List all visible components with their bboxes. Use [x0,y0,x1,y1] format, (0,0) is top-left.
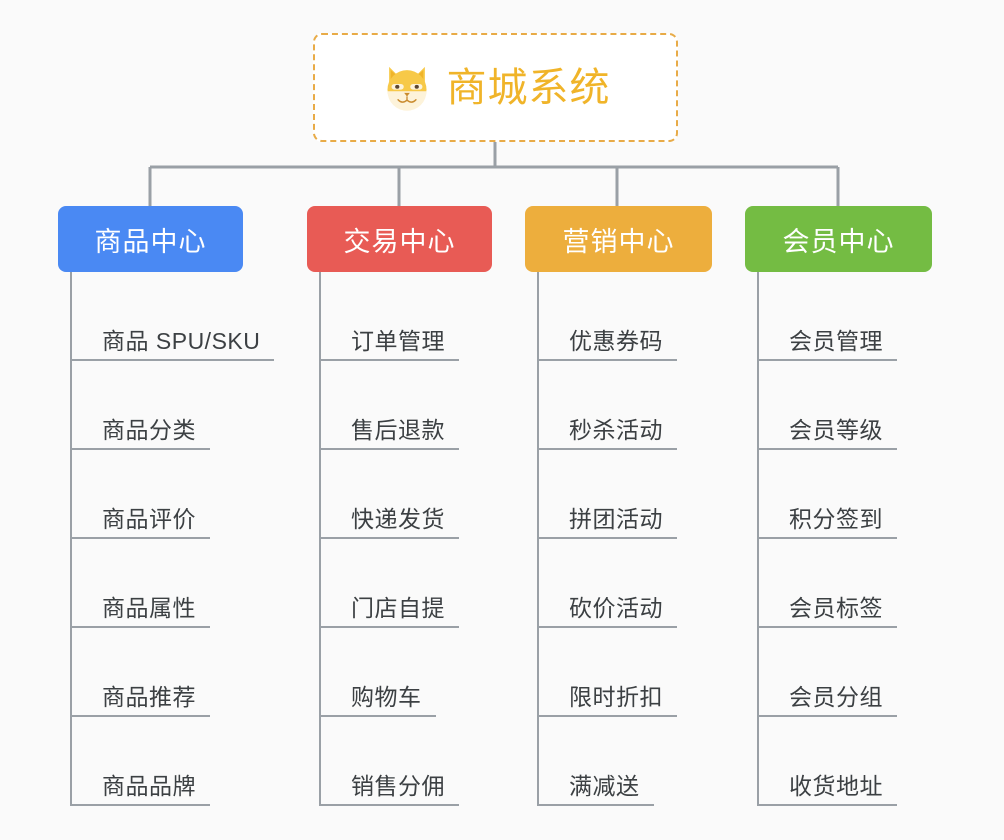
leaf-underline [319,715,436,717]
leaf-underline [319,804,459,806]
leaf-item[interactable]: 秒杀活动 [537,361,677,450]
shiba-dog-face-icon [387,66,426,111]
leaf-underline [757,359,897,361]
leaf-underline [70,626,210,628]
leaf-label: 砍价活动 [569,594,663,621]
leaf-underline [70,359,275,361]
leaf-label: 商品推荐 [102,683,196,710]
category-label: 交易中心 [343,226,456,257]
leaf-label: 收货地址 [789,772,883,799]
leaf-item[interactable]: 会员分组 [757,628,897,717]
leaf-underline [70,715,210,717]
leaf-item[interactable]: 商品品牌 [70,717,210,806]
branch-column-member-center: 会员管理 会员等级 积分签到 会员标签 会员分组 收货地址 [757,272,1004,812]
leaf-label: 优惠券码 [569,327,663,354]
branch-column-marketing-center: 优惠券码 秒杀活动 拼团活动 砍价活动 限时折扣 满减送 [537,272,797,812]
root-node-shop-system[interactable]: 商城系统 [313,33,678,142]
leaf-label: 商品品牌 [102,772,196,799]
leaf-underline [319,537,459,539]
leaf-underline [757,537,897,539]
leaf-item[interactable]: 商品推荐 [70,628,210,717]
leaf-label: 商品 SPU/SKU [102,327,261,354]
leaf-item[interactable]: 会员标签 [757,539,897,628]
leaf-item[interactable]: 商品 SPU/SKU [70,272,275,361]
leaf-underline [757,626,897,628]
leaf-item[interactable]: 订单管理 [319,272,459,361]
leaf-label: 会员等级 [789,416,883,443]
leaf-item[interactable]: 收货地址 [757,717,897,806]
leaf-label: 订单管理 [351,327,445,354]
leaf-item[interactable]: 销售分佣 [319,717,459,806]
leaf-label: 销售分佣 [351,772,445,799]
leaf-item[interactable]: 商品分类 [70,361,210,450]
category-box-product-center[interactable]: 商品中心 [58,206,243,272]
leaf-underline [537,626,677,628]
leaf-label: 会员管理 [789,327,883,354]
leaf-item[interactable]: 积分签到 [757,450,897,539]
leaf-underline [70,448,210,450]
leaf-item[interactable]: 优惠券码 [537,272,677,361]
leaf-label: 快递发货 [351,505,445,532]
branch-column-product-center: 商品 SPU/SKU 商品分类 商品评价 商品属性 商品推荐 商品品牌 [70,272,330,812]
leaf-label: 购物车 [351,683,422,710]
leaf-underline [537,804,654,806]
leaf-item[interactable]: 商品评价 [70,450,210,539]
leaf-item[interactable]: 售后退款 [319,361,459,450]
leaf-label: 售后退款 [351,416,445,443]
category-box-member-center[interactable]: 会员中心 [745,206,932,272]
leaf-underline [319,448,459,450]
leaf-item[interactable]: 会员管理 [757,272,897,361]
leaf-item[interactable]: 商品属性 [70,539,210,628]
leaf-item[interactable]: 限时折扣 [537,628,677,717]
leaf-item[interactable]: 会员等级 [757,361,897,450]
leaf-label: 门店自提 [351,594,445,621]
leaf-label: 满减送 [569,772,640,799]
category-box-marketing-center[interactable]: 营销中心 [525,206,712,272]
leaf-underline [537,715,677,717]
leaf-item[interactable]: 拼团活动 [537,450,677,539]
category-label: 商品中心 [94,226,207,257]
leaf-label: 拼团活动 [569,505,663,532]
leaf-label: 积分签到 [789,505,883,532]
branch-spine [757,272,759,806]
leaf-label: 商品分类 [102,416,196,443]
branch-spine [70,272,72,806]
leaf-underline [537,448,677,450]
leaf-underline [319,359,459,361]
category-label: 会员中心 [782,226,895,257]
leaf-underline [70,537,210,539]
leaf-label: 秒杀活动 [569,416,663,443]
category-label: 营销中心 [562,226,675,257]
leaf-item[interactable]: 快递发货 [319,450,459,539]
leaf-label: 限时折扣 [569,683,663,710]
leaf-item[interactable]: 购物车 [319,628,436,717]
leaf-underline [537,537,677,539]
leaf-underline [757,448,897,450]
branch-spine [537,272,539,806]
leaf-label: 会员分组 [789,683,883,710]
leaf-item[interactable]: 砍价活动 [537,539,677,628]
leaf-label: 会员标签 [789,594,883,621]
category-box-trade-center[interactable]: 交易中心 [307,206,492,272]
leaf-item[interactable]: 满减送 [537,717,654,806]
leaf-underline [757,715,897,717]
leaf-label: 商品评价 [102,505,196,532]
root-node-label: 商城系统 [446,65,611,110]
leaf-underline [537,359,677,361]
leaf-label: 商品属性 [102,594,196,621]
leaf-underline [757,804,897,806]
leaf-underline [319,626,459,628]
branch-spine [319,272,321,806]
leaf-item[interactable]: 门店自提 [319,539,459,628]
branch-column-trade-center: 订单管理 售后退款 快递发货 门店自提 购物车 销售分佣 [319,272,579,812]
leaf-underline [70,804,210,806]
